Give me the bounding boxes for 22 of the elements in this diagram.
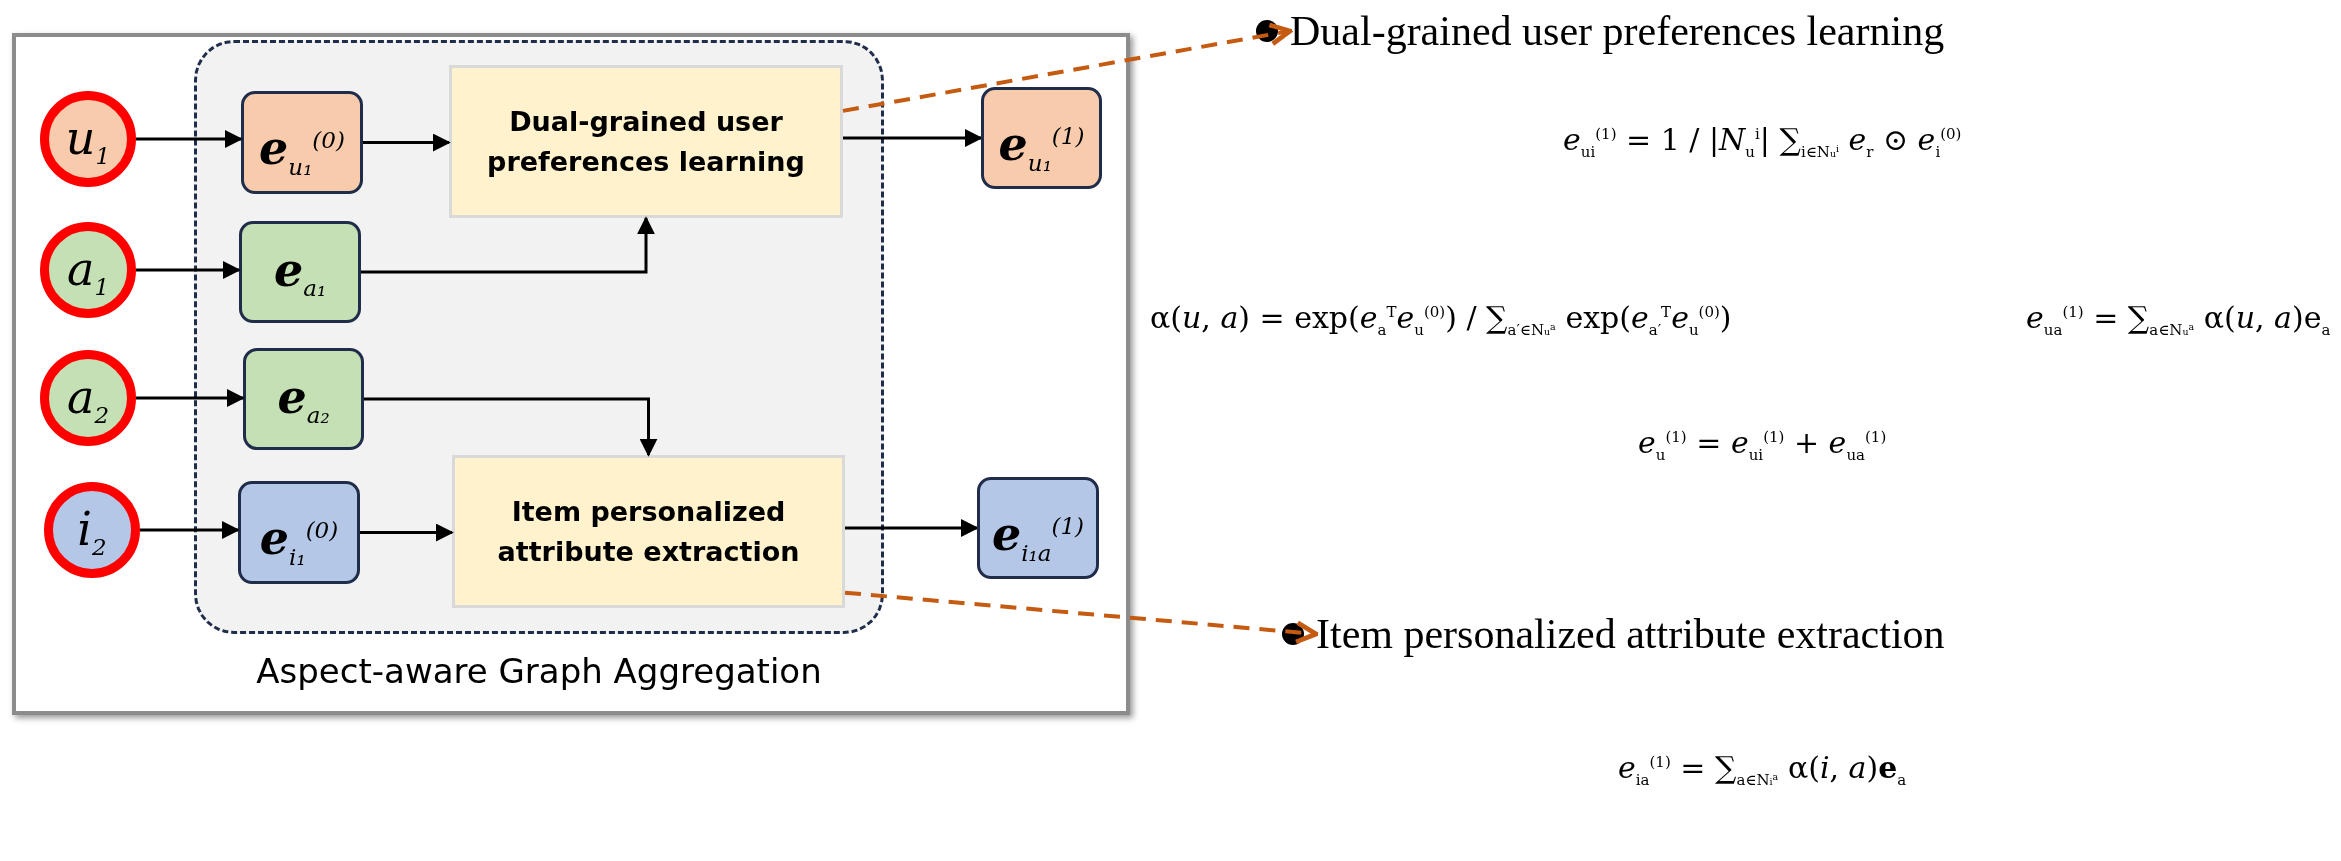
- formula: e$_{ua}$$^{(1)}$ = ∑$_{a∈Nᵤᵃ}$ α(u, a)e$_{a}$: [2026, 300, 2331, 339]
- group-title: Aspect-aware Graph Aggregation: [255, 651, 823, 691]
- arrow: [360, 523, 454, 542]
- arrow: [361, 216, 655, 274]
- arrow: [364, 397, 658, 457]
- process-box: Dual-grained user preferences learning: [449, 65, 843, 218]
- arrow: [136, 130, 243, 148]
- section-heading: Item personalized attribute extraction: [1316, 608, 1945, 660]
- arrow: [845, 519, 979, 537]
- arrow: [136, 389, 245, 407]
- embedding-box: e$_{a₁}$: [239, 221, 361, 323]
- arrow: [136, 261, 241, 279]
- dashed-arrow: [842, 22, 1293, 113]
- embedding-box: e$_{a₂}$: [243, 348, 364, 450]
- process-box: Item personalized attribute extraction: [452, 455, 845, 608]
- arrow: [140, 521, 240, 539]
- formula: e$_{ia}$$^{(1)}$ = ∑$_{a∈Nᵢᵃ}$ α(i, a)e$_{a}$: [1618, 750, 1907, 789]
- dashed-arrow: [844, 590, 1319, 645]
- formula: α(u, a) = exp(e$_{a}$$^{T}$e$_{u}$$^{(0)}$) / ∑$_{a′∈Nᵤᵃ}$ exp(e$_{a′}$$^{T}$e$_{u}$$^{(0)}$): [1150, 300, 1732, 339]
- section-heading: Dual-grained user preferences learning: [1290, 5, 1945, 57]
- arrow: [843, 129, 983, 147]
- arrow: [363, 133, 451, 152]
